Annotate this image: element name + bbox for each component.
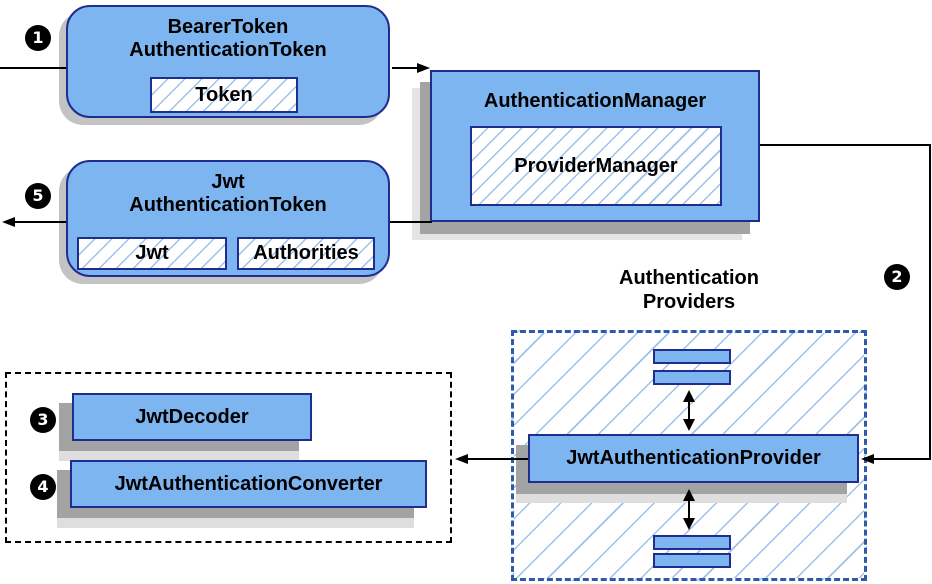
lower-double-arrow-down-icon xyxy=(683,518,695,530)
manager-to-provider-arrowhead-icon xyxy=(861,454,874,464)
jwt-chip: Jwt xyxy=(77,237,227,270)
outgoing-result-arrowhead-icon xyxy=(2,217,15,227)
bearer-token-title-line2: AuthenticationToken xyxy=(129,39,327,61)
provider-to-support-arrowhead-icon xyxy=(455,454,468,464)
upper-double-arrow-line xyxy=(688,400,690,420)
step-5-badge: 5 xyxy=(25,183,51,209)
step-1-badge: 1 xyxy=(25,25,51,51)
token-chip: Token xyxy=(150,77,298,113)
provider-placeholder-bar xyxy=(653,553,731,568)
authentication-providers-label-line2: Providers xyxy=(642,291,736,313)
incoming-request-line xyxy=(0,67,66,69)
bearer-token-authentication-token-node: BearerToken AuthenticationToken Token xyxy=(66,5,390,118)
step-3-badge: 3 xyxy=(30,407,56,433)
jwt-token-title-line2: AuthenticationToken xyxy=(129,194,327,216)
authentication-manager-title: AuthenticationManager xyxy=(483,90,707,112)
jwt-support-group xyxy=(5,372,452,543)
authentication-providers-label-line1: Authentication xyxy=(619,267,759,289)
outgoing-result-line xyxy=(14,221,66,223)
upper-double-arrow-down-icon xyxy=(683,419,695,431)
authorities-chip: Authorities xyxy=(237,237,375,270)
provider-manager-chip: ProviderManager xyxy=(470,126,722,206)
step-2-badge: 2 xyxy=(884,264,910,290)
jwt-authentication-provider-node: JwtAuthenticationProvider xyxy=(528,434,859,483)
provider-to-support-line xyxy=(468,458,528,460)
authentication-providers-label: Authentication Providers xyxy=(539,266,839,314)
jwt-authentication-converter-node: JwtAuthenticationConverter xyxy=(70,460,427,508)
authentication-manager-node: AuthenticationManager ProviderManager xyxy=(430,70,760,222)
provider-placeholder-bar xyxy=(653,349,731,364)
bearer-token-title-line1: BearerToken xyxy=(167,16,289,38)
lower-double-arrow-line xyxy=(688,499,690,519)
upper-double-arrow-up-icon xyxy=(683,390,695,402)
manager-to-provider-bottom-segment xyxy=(874,458,931,460)
step-4-badge: 4 xyxy=(30,474,56,500)
lower-double-arrow-up-icon xyxy=(683,489,695,501)
provider-placeholder-bar xyxy=(653,535,731,550)
provider-placeholder-bar xyxy=(653,370,731,385)
jwt-decoder-node: JwtDecoder xyxy=(72,393,312,441)
manager-to-provider-vertical-segment xyxy=(929,144,931,460)
jwt-authentication-token-node: Jwt AuthenticationToken Jwt Authorities xyxy=(66,160,390,277)
manager-to-provider-top-segment xyxy=(760,144,931,146)
jwt-token-title-line1: Jwt xyxy=(211,171,245,193)
bearer-to-manager-line xyxy=(392,67,418,69)
bearer-to-manager-arrowhead-icon xyxy=(417,63,430,73)
manager-to-jwt-token-line xyxy=(390,221,432,223)
